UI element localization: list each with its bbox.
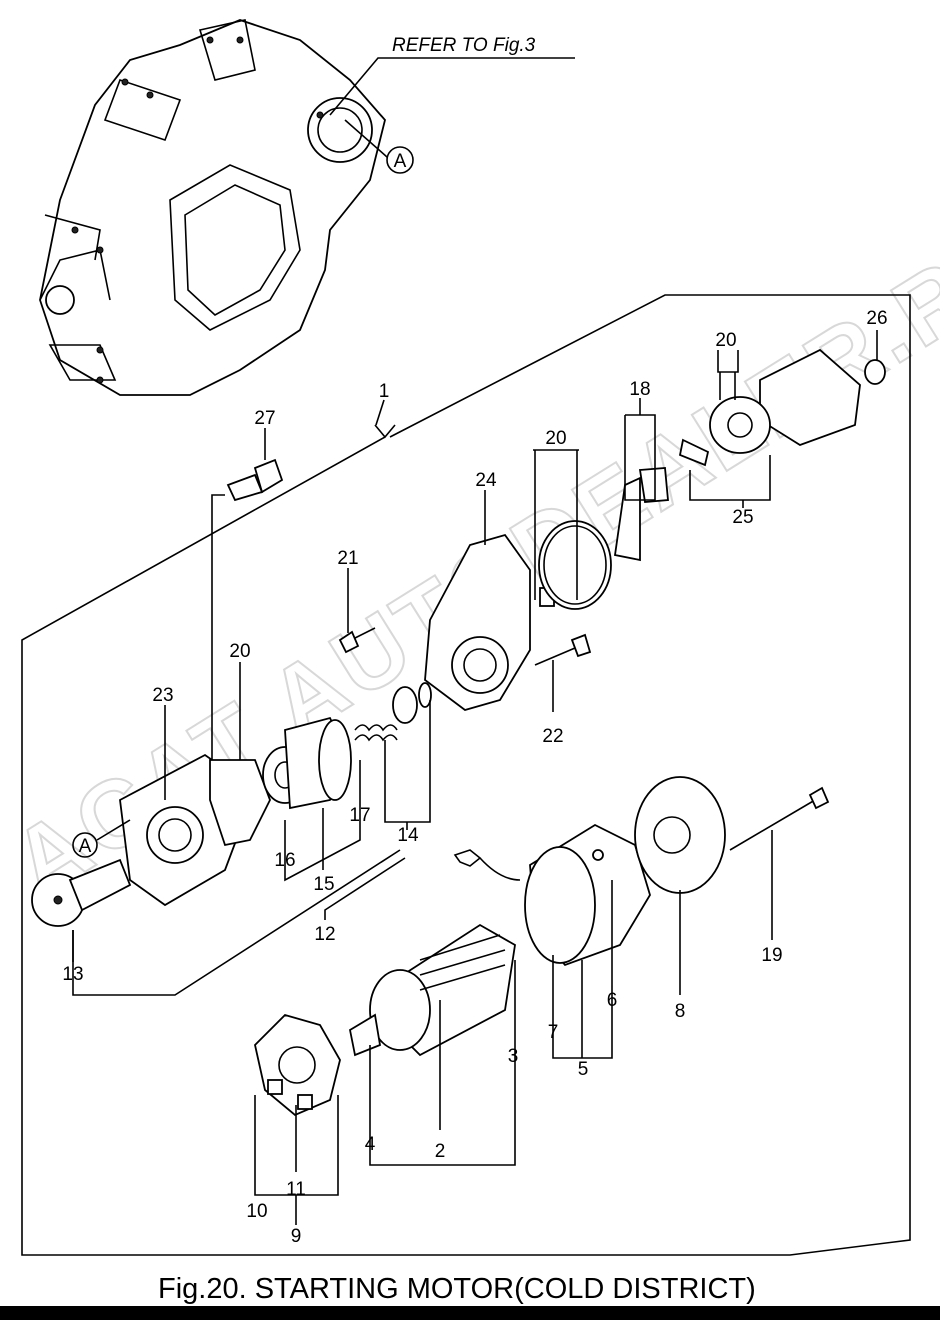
- kit-frame: [21, 294, 911, 1256]
- label-part-11: 11: [286, 1179, 306, 1200]
- label-part-6: 6: [607, 990, 618, 1011]
- part-14-sleeve: [392, 682, 432, 724]
- label-part-7: 7: [548, 1022, 559, 1043]
- label-part-16: 16: [274, 850, 295, 871]
- part-13-pinion-gear: [31, 858, 132, 927]
- label-part-20-solenoid: 20: [715, 330, 736, 351]
- label-part-19: 19: [761, 945, 782, 966]
- part-20-o-ring: [538, 520, 612, 610]
- label-part-23: 23: [152, 685, 173, 706]
- label-part-4: 4: [365, 1134, 376, 1155]
- label-part-20-gasket: 20: [229, 641, 250, 662]
- part-4-pinion-end: [348, 1013, 382, 1057]
- label-part-27: 27: [254, 408, 275, 429]
- part-18-lever: [613, 467, 669, 562]
- part-26-cap: [864, 359, 886, 385]
- part-23-drive-housing: [119, 753, 271, 907]
- refer-note: REFER TO Fig.3: [392, 35, 536, 56]
- label-part-3: 3: [508, 1046, 519, 1067]
- bottom-bar: [0, 1306, 940, 1320]
- label-part-8: 8: [675, 1001, 686, 1022]
- label-part-1: 1: [379, 381, 390, 402]
- part-25-solenoid: [678, 348, 861, 467]
- label-part-20-o-ring: 20: [545, 428, 566, 449]
- label-part-12: 12: [314, 924, 335, 945]
- part-17-spring: [354, 724, 398, 742]
- label-part-25: 25: [732, 507, 753, 528]
- part-24-gear-case: [424, 533, 555, 711]
- label-part-5: 5: [578, 1059, 589, 1080]
- figure-caption: Fig.20. STARTING MOTOR(COLD DISTRICT): [158, 1273, 756, 1305]
- reference-marker-a-inner: A: [79, 836, 92, 857]
- label-part-2: 2: [435, 1141, 446, 1162]
- label-part-15: 15: [313, 874, 334, 895]
- label-part-14: 14: [397, 825, 419, 846]
- reference-marker-a: A: [394, 151, 407, 172]
- label-part-10: 10: [246, 1201, 267, 1222]
- label-part-9: 9: [291, 1226, 302, 1247]
- label-part-21: 21: [337, 548, 358, 569]
- part-27-bolt: [226, 458, 284, 502]
- part-5-yoke: [453, 823, 651, 967]
- part-21-screw: [338, 627, 376, 654]
- flywheel-housing-drawing: [39, 19, 386, 396]
- label-part-17: 17: [349, 805, 370, 826]
- part-19-through-bolt: [729, 786, 830, 851]
- part-9-brush-holder: [254, 1013, 341, 1117]
- part-22-bolt: [534, 633, 592, 666]
- label-part-13: 13: [62, 964, 83, 985]
- label-part-18: 18: [629, 379, 650, 400]
- part-15-clutch: [284, 716, 352, 810]
- label-part-26: 26: [866, 308, 887, 329]
- label-part-24: 24: [475, 470, 497, 491]
- part-2-armature: [369, 923, 516, 1057]
- part-8-end-cover: [634, 776, 726, 894]
- label-part-22: 22: [542, 726, 563, 747]
